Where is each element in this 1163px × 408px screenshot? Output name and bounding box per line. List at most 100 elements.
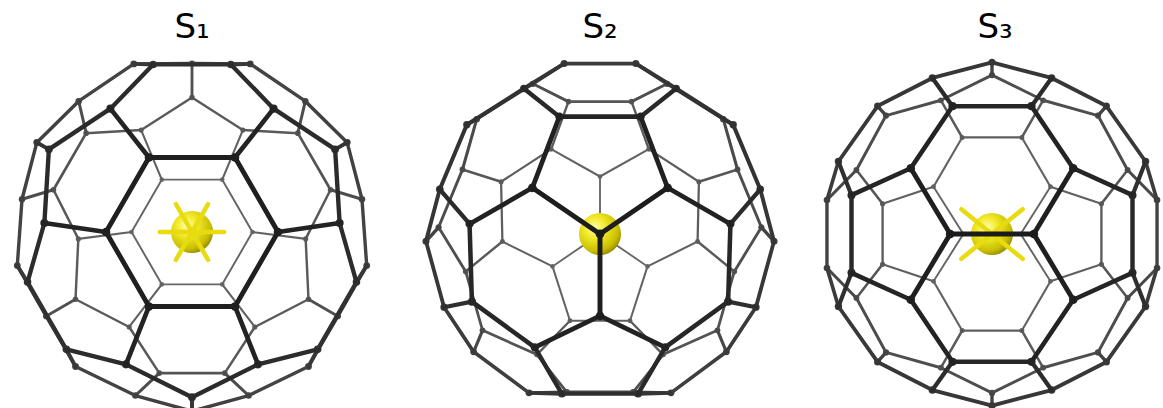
carbon-bond <box>306 190 331 239</box>
carbon-bond <box>347 142 362 199</box>
carbon-bond <box>426 241 444 307</box>
carbon-bond <box>941 75 992 100</box>
carbon-bond <box>856 116 886 170</box>
carbon-bond <box>249 366 309 395</box>
carbon-bond <box>439 227 466 271</box>
carbon-atom <box>946 230 955 239</box>
carbon-bond <box>306 239 309 299</box>
carbon-bond <box>911 300 953 362</box>
carbon-bond <box>552 266 570 320</box>
carbon-bond <box>568 100 631 103</box>
carbon-bond <box>598 234 603 316</box>
carbon-bond <box>192 97 243 130</box>
carbon-bond <box>886 352 941 367</box>
carbon-bond <box>699 169 738 181</box>
carbon-bond <box>953 360 1032 365</box>
carbon-bond <box>671 352 726 393</box>
carbon-bond <box>641 117 668 188</box>
carbon-bond <box>1034 168 1073 234</box>
carbon-bond <box>22 142 37 199</box>
carbon-bond <box>1052 362 1107 390</box>
carbon-atom <box>145 153 154 162</box>
carbon-bond <box>950 232 1034 237</box>
carbon-bond <box>564 62 636 66</box>
carbon-bond <box>222 232 252 284</box>
carbon-bond <box>159 372 224 375</box>
carbon-bond <box>932 390 992 406</box>
carbon-bond <box>630 266 648 320</box>
carbon-bond <box>258 349 318 364</box>
carbon-bond <box>274 109 336 150</box>
carbon-bond <box>911 168 950 234</box>
carbon-bond <box>53 190 78 239</box>
carbon-bond <box>838 273 851 307</box>
carbon-bond <box>524 64 564 89</box>
carbon-bond <box>559 114 640 119</box>
carbon-bond <box>426 189 440 241</box>
carbon-bond <box>1133 273 1146 307</box>
carbon-bond <box>992 75 1043 100</box>
carbon-bond <box>255 299 309 327</box>
carbon-bond <box>881 204 883 264</box>
carbon-bond <box>953 104 1032 109</box>
carbon-bond <box>340 223 357 282</box>
carbon-bond <box>110 65 153 109</box>
carbon-bond <box>1031 362 1051 390</box>
carbon-bond <box>911 234 950 300</box>
sulfur-bond <box>961 209 992 234</box>
carbon-bond <box>235 109 274 158</box>
carbon-bond <box>726 307 756 352</box>
carbon-atom <box>145 302 154 311</box>
carbon-bond <box>728 224 730 302</box>
carbon-bond <box>110 109 149 158</box>
carbon-bond <box>331 190 362 200</box>
carbon-bond <box>335 149 340 223</box>
carbon-bond <box>474 330 483 351</box>
carbon-bond <box>641 88 677 116</box>
carbon-bond <box>278 223 340 232</box>
carbon-bond <box>76 366 136 395</box>
carbon-bond <box>600 149 649 176</box>
carbon-bond <box>49 109 111 150</box>
carbon-bond <box>135 396 192 408</box>
carbon-bond <box>106 232 149 306</box>
carbon-bond <box>1146 161 1157 200</box>
carbon-bond <box>932 62 992 78</box>
carbon-bond <box>878 362 933 390</box>
carbon-bond <box>535 347 562 393</box>
carbon-bond <box>638 347 665 393</box>
carbon-bond <box>308 299 337 316</box>
carbon-bond <box>676 88 733 124</box>
carbon-bond <box>733 125 760 190</box>
carbon-bond <box>878 78 933 106</box>
carbon-bond <box>535 316 600 347</box>
carbon-bond <box>470 224 472 302</box>
carbon-bond <box>941 368 992 393</box>
carbon-bond <box>932 362 952 390</box>
carbon-bond <box>22 190 53 200</box>
carbon-bond <box>728 302 756 308</box>
carbon-bond <box>886 100 941 115</box>
carbon-bond <box>532 117 559 188</box>
carbon-bond <box>1043 100 1098 115</box>
carbon-bond <box>502 242 552 267</box>
carbon-bond <box>44 149 49 223</box>
carbon-bond <box>636 64 676 89</box>
carbon-bond <box>362 199 367 265</box>
carbon-bond <box>17 199 22 265</box>
carbon-bond <box>467 88 524 124</box>
carbon-bond <box>562 392 638 396</box>
carbon-bond <box>106 158 149 232</box>
carbon-bond <box>838 307 877 362</box>
carbon-bond <box>827 268 838 307</box>
carbon-bond <box>856 298 886 352</box>
carbon-bond <box>1073 168 1132 195</box>
sulfur-bond <box>992 234 1023 259</box>
carbon-bond <box>992 368 1043 393</box>
carbon-bond <box>1022 281 1051 330</box>
carbon-bond <box>1106 307 1145 362</box>
fullerene-cage <box>422 60 777 398</box>
carbon-bond <box>992 390 1052 406</box>
carbon-bond <box>1073 273 1132 300</box>
